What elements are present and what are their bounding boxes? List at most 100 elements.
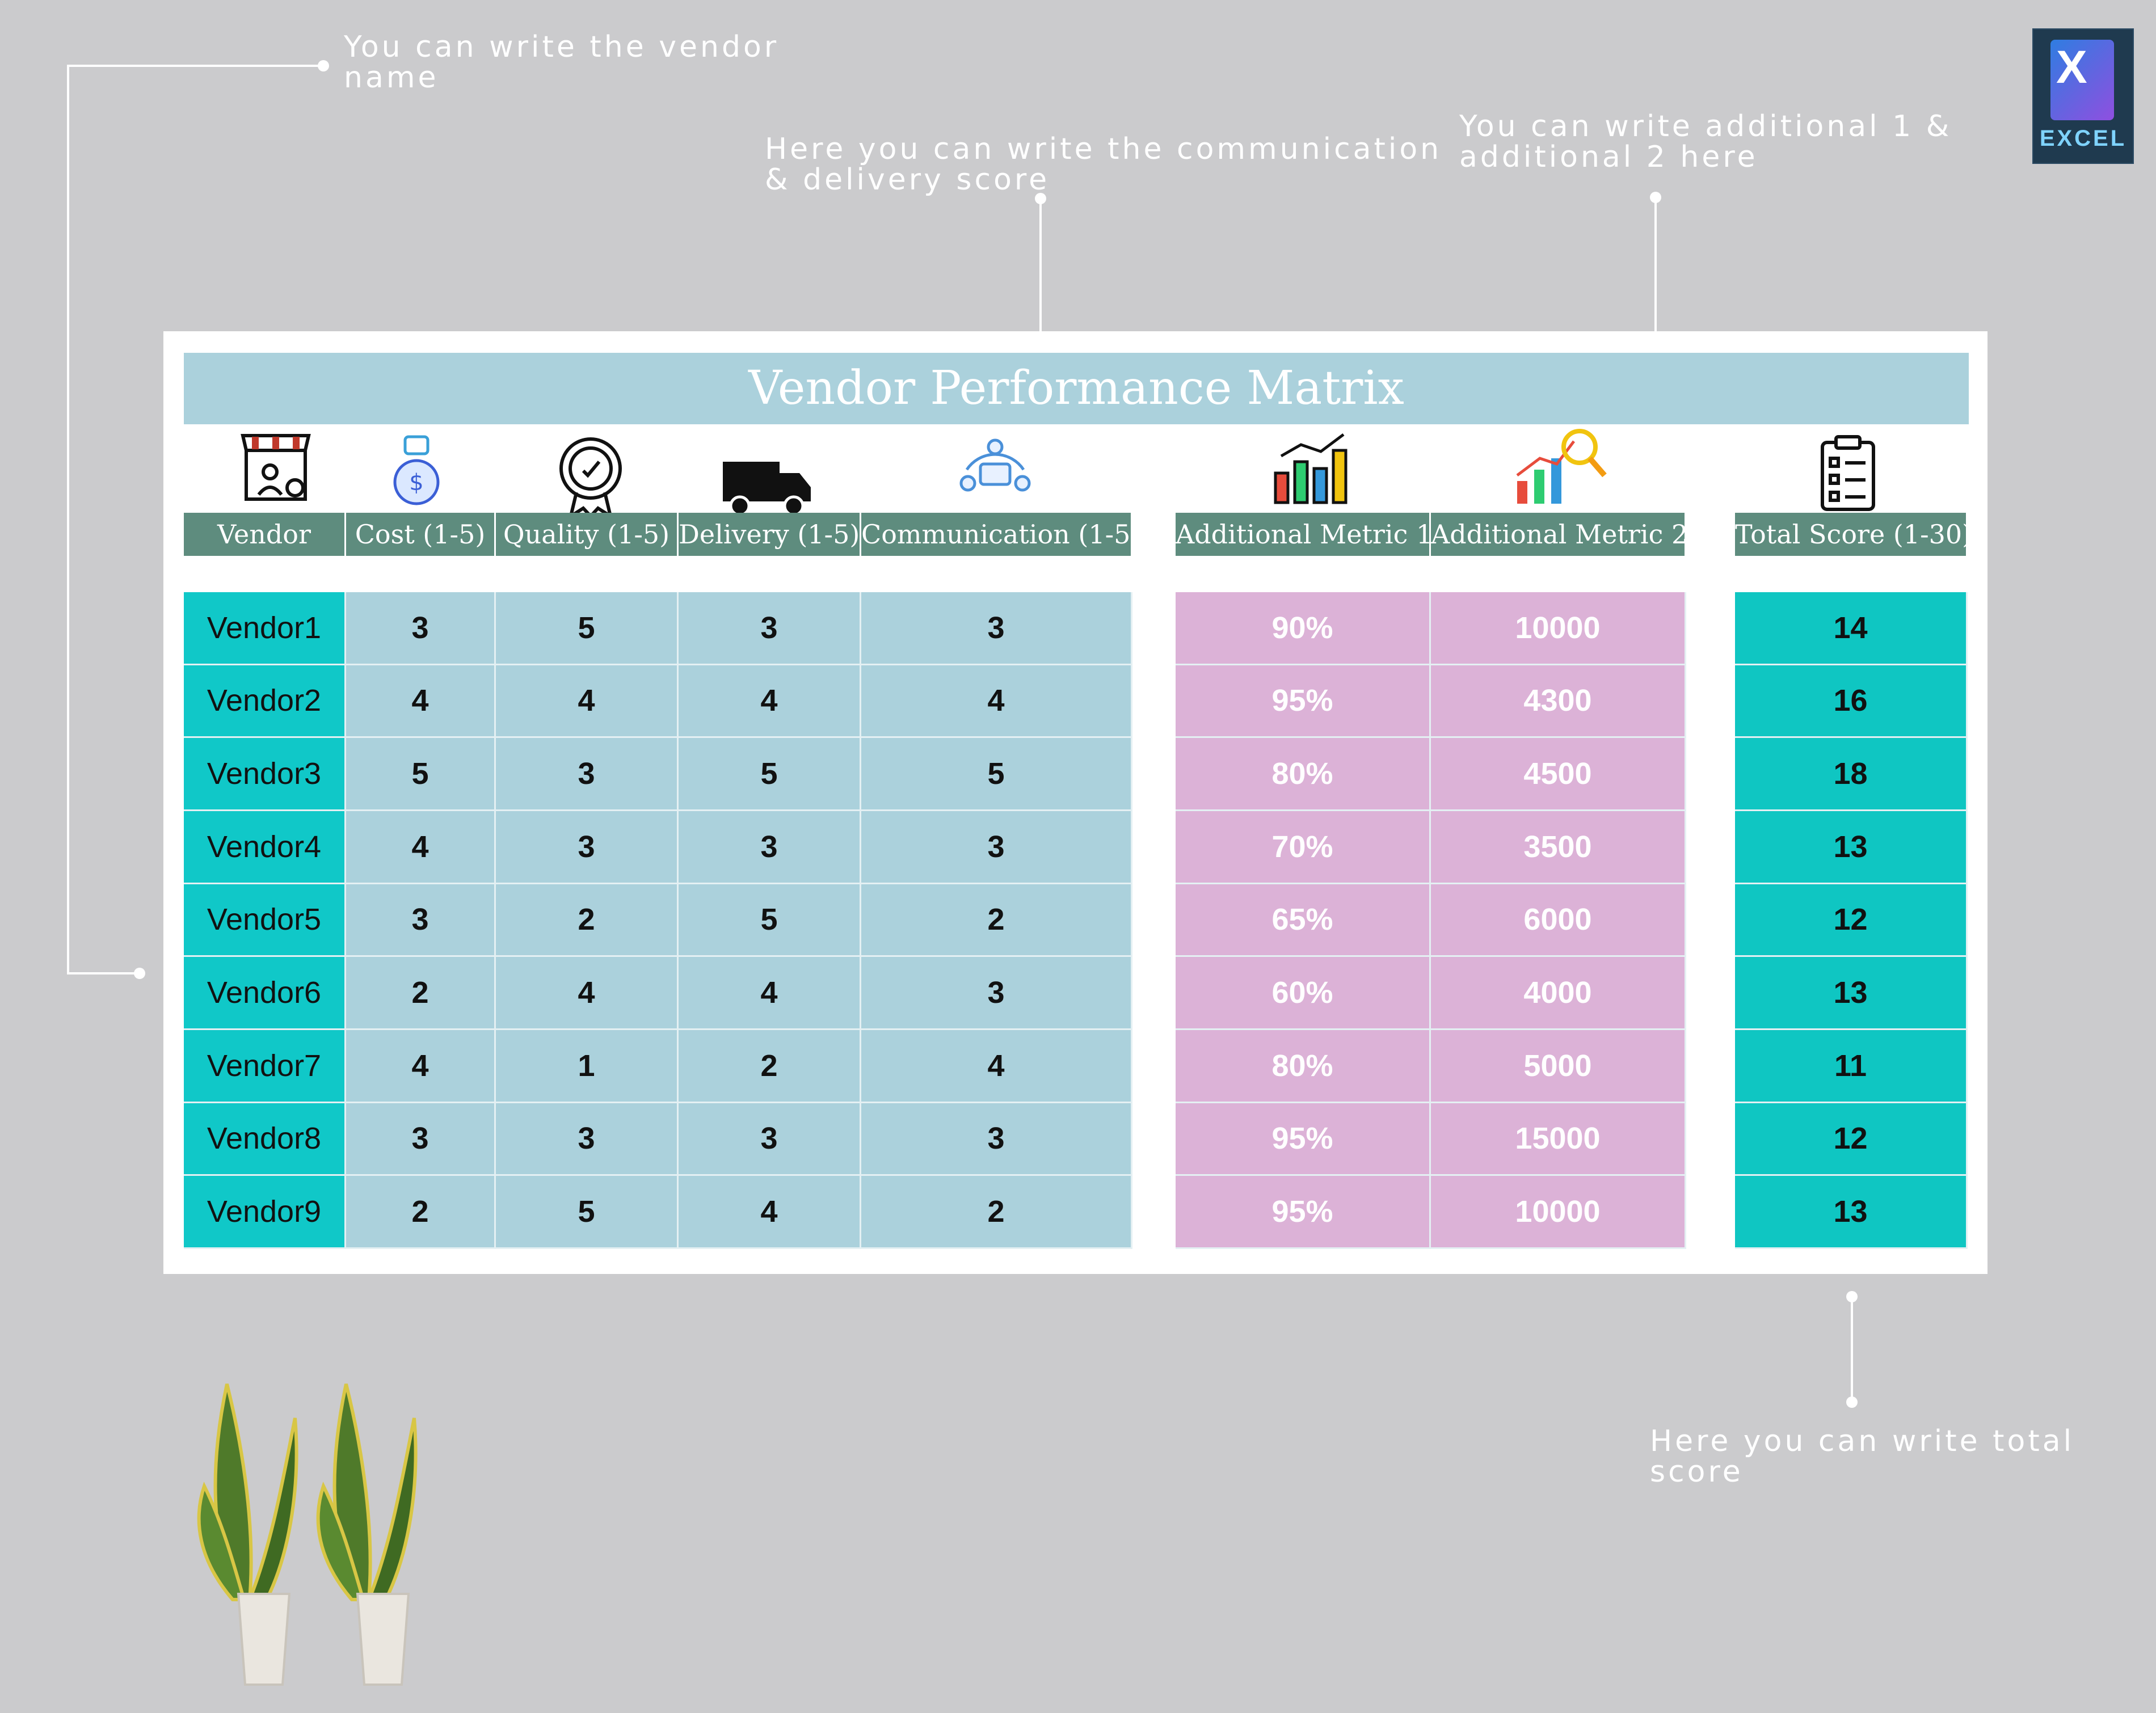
bar-chart-icon: [1274, 433, 1348, 504]
delivery-cell[interactable]: 2: [679, 1030, 861, 1103]
cost-cell[interactable]: 2: [346, 1176, 496, 1249]
communication-cell[interactable]: 3: [861, 811, 1132, 884]
metric1-cell[interactable]: 70%: [1176, 811, 1431, 884]
vendor-name-cell[interactable]: Vendor9: [184, 1176, 346, 1249]
total-score-cell[interactable]: 13: [1735, 811, 1968, 884]
delivery-cell[interactable]: 4: [679, 665, 861, 739]
annotation-communication-delivery: Here you can write the communication & d…: [765, 132, 1442, 197]
quality-cell[interactable]: 3: [496, 811, 679, 884]
header-delivery: Delivery (1-5): [679, 513, 861, 556]
quality-cell[interactable]: 4: [496, 957, 679, 1030]
vendor-name-cell[interactable]: Vendor3: [184, 738, 346, 811]
metric2-cell[interactable]: 15000: [1431, 1103, 1686, 1176]
quality-cell[interactable]: 5: [496, 1176, 679, 1249]
delivery-cell[interactable]: 4: [679, 957, 861, 1030]
metric1-cell[interactable]: 60%: [1176, 957, 1431, 1030]
metric1-cell[interactable]: 95%: [1176, 1176, 1431, 1249]
cost-cell[interactable]: 4: [346, 811, 496, 884]
header-metric2: Additional Metric 2: [1431, 513, 1686, 556]
communication-cell[interactable]: 4: [861, 665, 1132, 739]
communication-cell[interactable]: 3: [861, 592, 1132, 665]
total-score-cell[interactable]: 12: [1735, 1103, 1968, 1176]
delivery-cell[interactable]: 3: [679, 811, 861, 884]
delivery-cell[interactable]: 5: [679, 738, 861, 811]
cost-cell[interactable]: 4: [346, 665, 496, 739]
cost-cell[interactable]: 4: [346, 1030, 496, 1103]
metric2-cell[interactable]: 4300: [1431, 665, 1686, 739]
vendor-name-cell[interactable]: Vendor2: [184, 665, 346, 739]
money-bag-icon: $: [393, 435, 440, 505]
callout-dot: [1035, 193, 1046, 204]
delivery-cell[interactable]: 3: [679, 592, 861, 665]
excel-logo: X EXCEL: [2032, 28, 2134, 164]
metric1-cell[interactable]: 65%: [1176, 884, 1431, 957]
metric2-cell[interactable]: 3500: [1431, 811, 1686, 884]
excel-x-letter: X: [2056, 41, 2087, 93]
additional-metrics-table: 90% 10000 95% 4300 80% 4500 70% 3500 65%…: [1176, 592, 1686, 1249]
delivery-cell[interactable]: 5: [679, 884, 861, 957]
annotation-additional-metrics: You can write additional 1 & additional …: [1459, 109, 1952, 174]
cost-cell[interactable]: 3: [346, 592, 496, 665]
total-score-cell[interactable]: 18: [1735, 738, 1968, 811]
callout-dot: [1846, 1396, 1858, 1408]
metric1-cell[interactable]: 95%: [1176, 665, 1431, 739]
communication-cell[interactable]: 2: [861, 1176, 1132, 1249]
delivery-cell[interactable]: 3: [679, 1103, 861, 1176]
vendor-name-cell[interactable]: Vendor5: [184, 884, 346, 957]
total-score-cell[interactable]: 12: [1735, 884, 1968, 957]
cost-cell[interactable]: 3: [346, 884, 496, 957]
metric2-cell[interactable]: 10000: [1431, 592, 1686, 665]
quality-cell[interactable]: 3: [496, 1103, 679, 1176]
communication-cell[interactable]: 3: [861, 957, 1132, 1030]
cost-cell[interactable]: 3: [346, 1103, 496, 1176]
delivery-cell[interactable]: 4: [679, 1176, 861, 1249]
vendor-name-cell[interactable]: Vendor8: [184, 1103, 346, 1176]
communication-cell[interactable]: 4: [861, 1030, 1132, 1103]
metric1-cell[interactable]: 90%: [1176, 592, 1431, 665]
metric2-cell[interactable]: 5000: [1431, 1030, 1686, 1103]
metric2-cell[interactable]: 6000: [1431, 884, 1686, 957]
metric2-cell[interactable]: 10000: [1431, 1176, 1686, 1249]
vendor-name-cell[interactable]: Vendor7: [184, 1030, 346, 1103]
svg-text:$: $: [409, 470, 423, 496]
page-title: Vendor Performance Matrix: [184, 353, 1969, 424]
quality-cell[interactable]: 4: [496, 665, 679, 739]
scores-table: Vendor1 3 5 3 3 Vendor2 4 4 4 4 Vendor3 …: [184, 592, 1132, 1249]
communication-cell[interactable]: 3: [861, 1103, 1132, 1176]
callout-dot: [1650, 192, 1661, 203]
metric2-cell[interactable]: 4500: [1431, 738, 1686, 811]
quality-cell[interactable]: 3: [496, 738, 679, 811]
vendor-name-cell[interactable]: Vendor1: [184, 592, 346, 665]
callout-dot: [134, 968, 145, 979]
communication-cell[interactable]: 5: [861, 738, 1132, 811]
award-ribbon-icon: [559, 437, 622, 518]
quality-cell[interactable]: 2: [496, 884, 679, 957]
callout-dot: [318, 60, 329, 71]
cost-cell[interactable]: 2: [346, 957, 496, 1030]
header-cost: Cost (1-5): [346, 513, 496, 556]
metric1-cell[interactable]: 80%: [1176, 738, 1431, 811]
total-score-cell[interactable]: 16: [1735, 665, 1968, 739]
metric1-cell[interactable]: 80%: [1176, 1030, 1431, 1103]
header-communication: Communication (1-5): [861, 513, 1132, 556]
total-score-cell[interactable]: 13: [1735, 1176, 1968, 1249]
vendor-matrix-sheet: Vendor Performance Matrix $: [163, 331, 1987, 1274]
quality-cell[interactable]: 1: [496, 1030, 679, 1103]
header-vendor: Vendor: [184, 513, 346, 556]
cost-cell[interactable]: 5: [346, 738, 496, 811]
excel-document-icon: [2050, 40, 2114, 120]
quality-cell[interactable]: 5: [496, 592, 679, 665]
header-metric1: Additional Metric 1: [1176, 513, 1431, 556]
store-icon: [241, 434, 311, 501]
total-score-table: 14 16 18 13 12 13 11 12 13: [1735, 592, 1968, 1249]
vendor-name-cell[interactable]: Vendor6: [184, 957, 346, 1030]
total-score-cell[interactable]: 13: [1735, 957, 1968, 1030]
total-score-cell[interactable]: 11: [1735, 1030, 1968, 1103]
metric1-cell[interactable]: 95%: [1176, 1103, 1431, 1176]
metric2-cell[interactable]: 4000: [1431, 957, 1686, 1030]
total-score-cell[interactable]: 14: [1735, 592, 1968, 665]
communication-cell[interactable]: 2: [861, 884, 1132, 957]
excel-label: EXCEL: [2039, 126, 2127, 151]
vendor-name-cell[interactable]: Vendor4: [184, 811, 346, 884]
